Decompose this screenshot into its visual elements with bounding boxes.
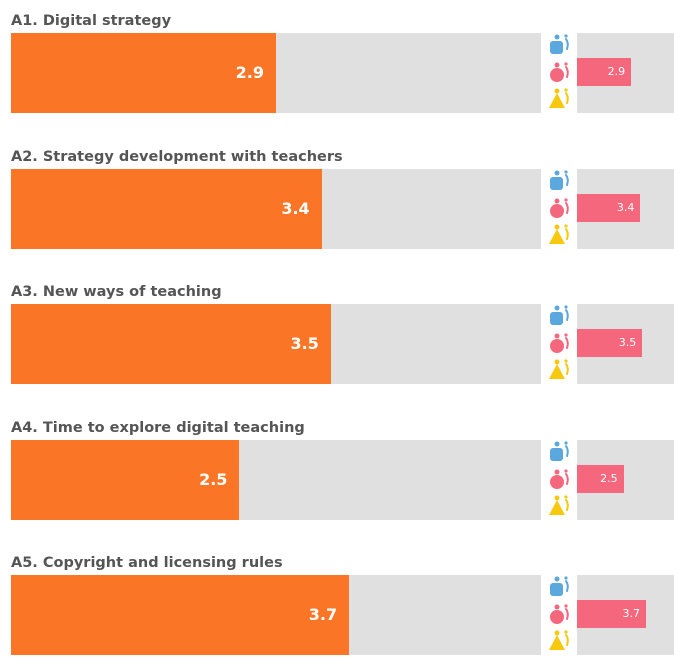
sub-bar-track: 3.4 bbox=[577, 168, 674, 249]
pink-person-icon bbox=[550, 468, 569, 489]
bar-track: 3.4 bbox=[11, 168, 541, 249]
bar-value-label: 3.7 bbox=[308, 605, 338, 624]
category-label: A3. New ways of teaching bbox=[11, 284, 222, 300]
category-label: A4. Time to explore digital teaching bbox=[11, 419, 305, 436]
blue-person-icon bbox=[550, 305, 569, 325]
bar-value-label: 2.9 bbox=[235, 63, 264, 82]
yellow-person-icon bbox=[549, 630, 569, 650]
bar-track: 2.5 bbox=[11, 439, 541, 520]
group-icons bbox=[546, 304, 574, 384]
chart-item: A2. Strategy development with teachers 3.… bbox=[0, 147, 674, 259]
chart-item: A3. New ways of teaching 3.5 3.5 bbox=[0, 282, 674, 394]
blue-person-icon bbox=[550, 576, 569, 596]
bar-track: 2.9 bbox=[11, 33, 541, 113]
blue-person-icon bbox=[550, 169, 569, 190]
sub-bar bbox=[577, 464, 624, 493]
bar bbox=[11, 575, 350, 655]
chart-item: A4. Time to explore digital teaching 2.5 2… bbox=[0, 418, 674, 530]
blue-person-icon bbox=[550, 440, 569, 461]
bar bbox=[11, 33, 276, 113]
bar bbox=[11, 304, 331, 384]
bar-track: 3.7 bbox=[11, 575, 541, 655]
chart-item: A5. Copyright and licensing rules 3.7 3.7 bbox=[0, 553, 674, 665]
sub-bar-value-label: 3.5 bbox=[618, 336, 637, 349]
sub-bar bbox=[577, 193, 641, 222]
chart-item: A1. Digital strategy 2.9 2.9 bbox=[0, 11, 674, 123]
sub-bar-value-label: 3.7 bbox=[622, 607, 641, 620]
pink-person-icon bbox=[550, 62, 569, 82]
category-label: A1. Digital strategy bbox=[11, 13, 172, 29]
pink-person-icon bbox=[550, 604, 569, 624]
bar-track: 3.5 bbox=[11, 304, 541, 384]
bar-value-label: 2.5 bbox=[199, 469, 228, 489]
sub-bar-track: 3.5 bbox=[577, 304, 674, 384]
bar-value-label: 3.5 bbox=[290, 334, 319, 353]
sub-bar bbox=[577, 329, 643, 357]
bar bbox=[11, 168, 322, 249]
pink-person-icon bbox=[550, 197, 569, 218]
sub-bar-track: 3.7 bbox=[577, 575, 674, 655]
sub-bar-track: 2.5 bbox=[577, 439, 674, 520]
bar-value-label: 3.4 bbox=[281, 198, 310, 218]
yellow-person-icon bbox=[549, 494, 569, 515]
yellow-person-icon bbox=[549, 359, 569, 379]
sub-bar-value-label: 2.5 bbox=[600, 471, 618, 485]
sub-bar-value-label: 2.9 bbox=[607, 65, 626, 78]
category-label: A5. Copyright and licensing rules bbox=[11, 555, 283, 571]
group-icons bbox=[546, 33, 574, 113]
group-icons bbox=[546, 440, 574, 520]
blue-person-icon bbox=[550, 34, 569, 54]
sub-bar bbox=[577, 600, 647, 628]
yellow-person-icon bbox=[549, 88, 569, 108]
pink-person-icon bbox=[550, 333, 569, 353]
yellow-person-icon bbox=[549, 223, 569, 244]
bar bbox=[11, 439, 240, 520]
category-label: A2. Strategy development with teachers bbox=[11, 148, 343, 165]
sub-bar-value-label: 3.4 bbox=[616, 200, 635, 214]
sub-bar bbox=[577, 58, 632, 86]
group-icons bbox=[546, 169, 574, 249]
sub-bar-track: 2.9 bbox=[577, 33, 674, 113]
group-icons bbox=[546, 575, 574, 655]
